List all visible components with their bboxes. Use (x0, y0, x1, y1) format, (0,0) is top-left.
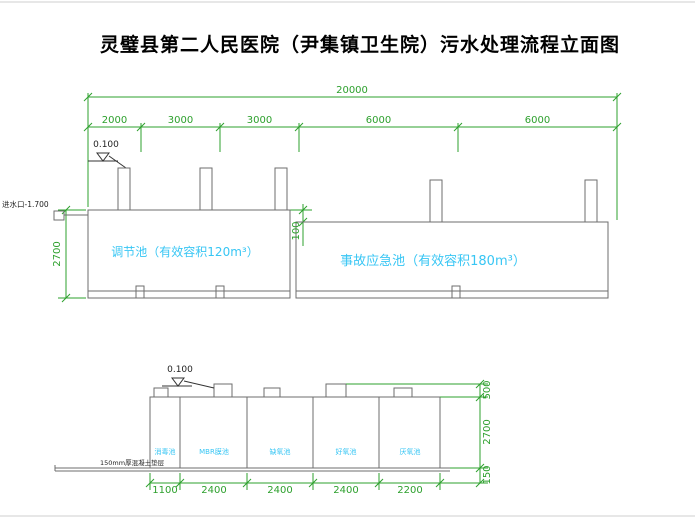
dim-segment-4: 6000 (365, 115, 392, 126)
upper-elevation-marker (88, 152, 127, 169)
dim-offset-100: 100 (291, 221, 302, 241)
compartment-label-2: MBR膜池 (199, 448, 229, 456)
tank-stub (213, 383, 233, 398)
riser-column (429, 179, 443, 223)
lower-elevation-marker (162, 377, 215, 389)
regulation-tank-outline (87, 209, 291, 299)
tank-stub (325, 383, 347, 398)
drawing-title: 灵璧县第二人民医院（尹集镇卫生院）污水处理流程立面图 (99, 35, 620, 56)
emergency-tank-label: 事故应急池（有效容积180m³） (340, 254, 526, 269)
dim-bottom-5: 2200 (397, 485, 423, 496)
interior-stub (451, 285, 461, 299)
dim-segment-5: 6000 (524, 115, 551, 126)
riser-column (584, 179, 598, 223)
dim-segment-2: 3000 (167, 115, 194, 126)
dim-bottom-4: 2400 (333, 485, 359, 496)
inlet-label: 进水口-1.700 (2, 200, 49, 209)
dim-segment-3: 3000 (246, 115, 273, 126)
elevation-mark-upper: 0.100 (93, 140, 119, 150)
dim-depth-2700: 2700 (52, 241, 63, 267)
upper-dimension-lines (58, 92, 622, 303)
base-slab-note: 150mm厚混凝土垫层 (100, 459, 165, 467)
dim-overall-20000: 20000 (336, 85, 368, 96)
dim-bottom-2: 2400 (201, 485, 227, 496)
tank-stub (153, 387, 169, 398)
lower-tank-outlines (54, 383, 450, 472)
compartment-label-4: 好氧池 (335, 448, 357, 456)
dim-right-2700: 2700 (482, 419, 493, 445)
inlet-pipe (53, 210, 65, 221)
tank-stub (263, 387, 281, 398)
elevation-mark-lower: 0.100 (167, 365, 193, 375)
dim-right-150: 150 (482, 465, 493, 485)
regulation-tank-label: 调节池（有效容积120m³） (111, 245, 259, 259)
upper-tank-outlines (53, 167, 609, 299)
dim-right-500: 500 (482, 380, 493, 400)
compartment-label-1: 消毒池 (154, 448, 176, 456)
riser-column (274, 167, 288, 211)
riser-column (199, 167, 213, 211)
dim-segment-1: 2000 (101, 115, 128, 126)
tank-stub (393, 387, 413, 398)
compartment-label-3: 缺氧池 (269, 448, 291, 456)
riser-column (117, 167, 131, 211)
elevation-triangle-lower (171, 377, 185, 387)
interior-stub (215, 285, 225, 299)
dim-bottom-3: 2400 (267, 485, 293, 496)
compartment-label-5: 厌氧池 (399, 448, 421, 456)
lower-dimension-lines (145, 379, 488, 490)
dim-bottom-1: 1100 (152, 485, 178, 496)
interior-stub (135, 285, 145, 299)
elevation-triangle-upper (96, 152, 110, 162)
